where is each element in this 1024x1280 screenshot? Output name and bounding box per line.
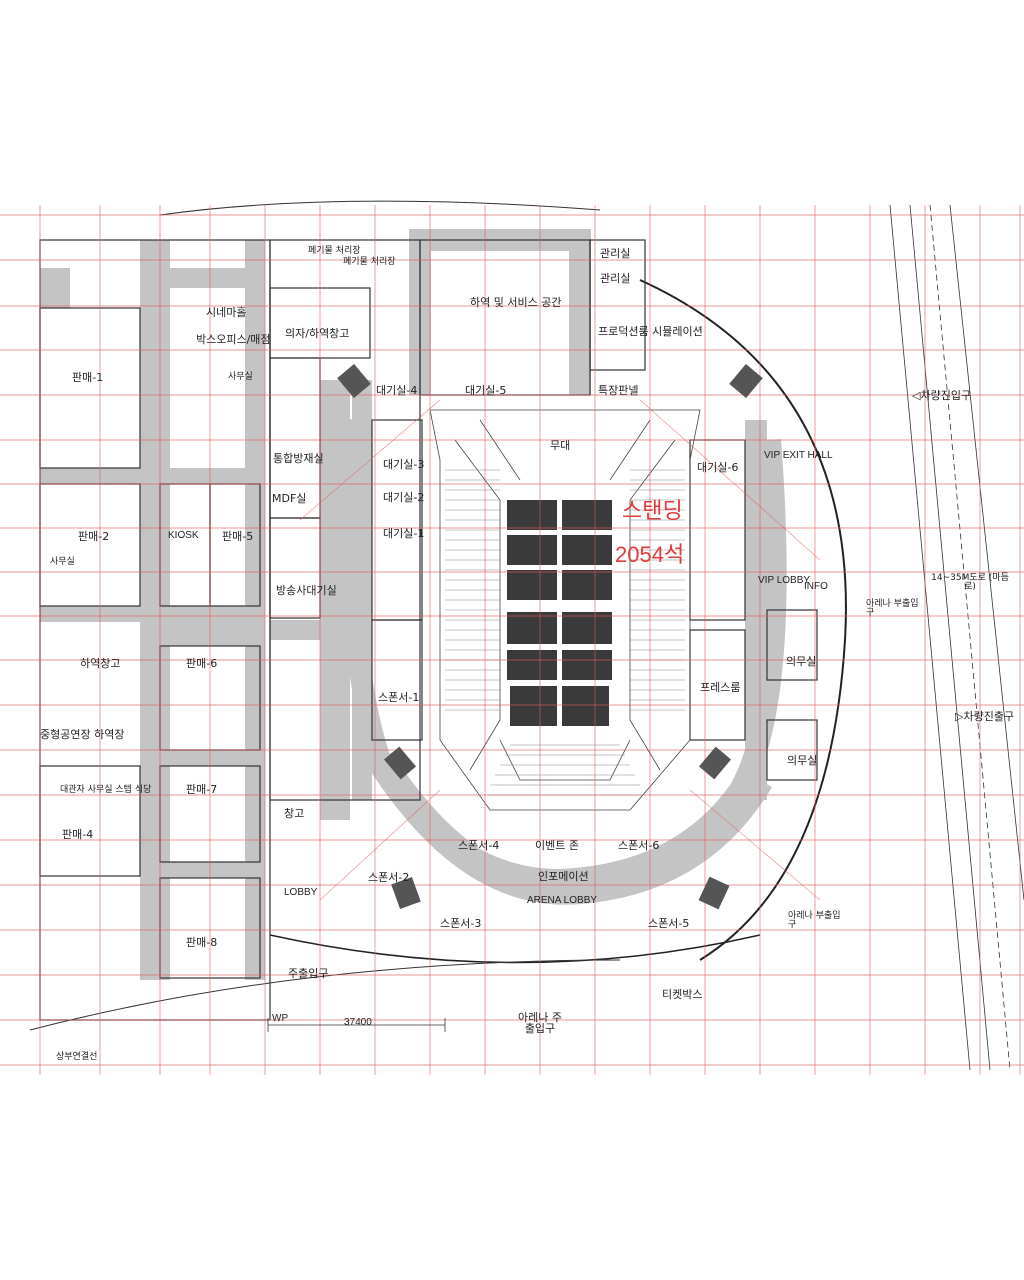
standing-label-line2: 2054석 [615, 542, 685, 567]
room-unload-store: 하역창고 [80, 657, 121, 670]
room-sponsor1: 스폰서-1 [378, 691, 420, 704]
room-event-zone: 이벤트 존 [535, 839, 579, 852]
room-mgmt2: 관리실 [600, 272, 631, 285]
room-waiting4: 대기실-4 [376, 384, 418, 397]
room-waiting5: 대기실-5 [465, 384, 507, 397]
vehicle-in-label: ◁차량진입구 [912, 389, 972, 402]
room-sponsor4: 스폰서-4 [458, 839, 500, 852]
main-entry-label: 주출입구 [288, 967, 329, 980]
room-dept: 사무실 [228, 372, 253, 382]
outer-arc [639, 279, 847, 961]
room-hall-unload: 중형공연장 하역장 [40, 728, 125, 741]
room-sale4: 판매-4 [62, 828, 94, 841]
room-press: 프레스룸 [700, 681, 741, 694]
room-arena-lobby: ARENA LOBBY [527, 895, 598, 906]
dimension-wp: WP [272, 1013, 289, 1024]
standing-label-line1: 스탠딩 [622, 498, 683, 523]
room-production: 프로덕션룸 시뮬레이션 [598, 325, 703, 338]
dimension-value: 37400 [344, 1017, 372, 1028]
room-broadcast: 방송사대기실 [276, 584, 337, 597]
room-info: 인포메이션 [538, 870, 589, 883]
red-grid [0, 205, 1024, 1075]
standing-floor [507, 500, 612, 726]
room-sponsor5: 스폰서-5 [648, 917, 690, 930]
arena-main-entry-label: 아레나 주출입구 [518, 1011, 562, 1035]
room-vip-info: INFO [804, 581, 828, 592]
room-sponsor3: 스폰서-3 [440, 917, 482, 930]
room-waiting6: 대기실-6 [697, 461, 739, 474]
room-kiosk: KIOSK [168, 530, 199, 541]
room-sale2: 판매-2 [78, 530, 110, 543]
room-medical1: 의무실 [786, 655, 817, 668]
room-waiting2: 대기실-2 [383, 491, 425, 504]
room-sale8: 판매-8 [186, 936, 218, 949]
room-waiting1: 대기실-1 [383, 527, 425, 540]
upper-link-label: 상부연결선 [56, 1052, 98, 1062]
room-medical2: 의무실 [787, 754, 818, 767]
room-ticket: 티켓박스 [662, 988, 703, 1001]
dimension-line [267, 1018, 446, 1032]
room-sale7: 판매-7 [186, 783, 218, 796]
room-waste1: 폐기물 처리장 [308, 246, 361, 256]
room-lobby: LOBBY [284, 887, 318, 898]
room-waiting3: 대기실-3 [383, 458, 425, 471]
room-sale5: 판매-5 [222, 530, 254, 543]
room-sale6: 판매-6 [186, 657, 218, 670]
room-cinema: 시네마홀 [206, 306, 247, 319]
room-vip-lobby: VIP LOBBY [758, 575, 811, 586]
room-sponsor6: 스폰서-6 [618, 839, 660, 852]
room-unload: 하역 및 서비스 공간 [470, 296, 562, 309]
room-general-cafe: 대관자 사무실 스텝 식당 [60, 785, 152, 795]
room-waste2: 폐기물 처리장 [343, 257, 396, 267]
room-sale1: 판매-1 [72, 371, 104, 384]
room-sponsor2: 스폰서-2 [368, 871, 410, 884]
room-box-office: 박스오피스/매점 [196, 333, 271, 346]
room-special-office: 특장판넬 [598, 384, 639, 397]
arena-sub-entry-2: 아레나 부출입구 [788, 911, 841, 930]
room-storage: 창고 [284, 807, 305, 820]
arena-sub-entry-1: 아레나 부출입구 [866, 599, 919, 618]
room-vip-hall: VIP EXIT HALL [764, 450, 833, 461]
room-office: 사무실 [50, 557, 75, 567]
room-mdf: MDF실 [272, 492, 307, 505]
room-comm: 통합방재실 [273, 452, 324, 465]
road-label: 14~35M도로 (마듬로) [931, 573, 1009, 592]
vehicle-out-label: ▷차량진출구 [955, 710, 1015, 723]
room-mgmt1: 관리실 [600, 247, 631, 260]
road-lines [889, 204, 1024, 1071]
stair-cores [337, 363, 763, 910]
room-facility: 의자/하역창고 [285, 327, 350, 340]
room-stage: 무대 [550, 439, 571, 452]
